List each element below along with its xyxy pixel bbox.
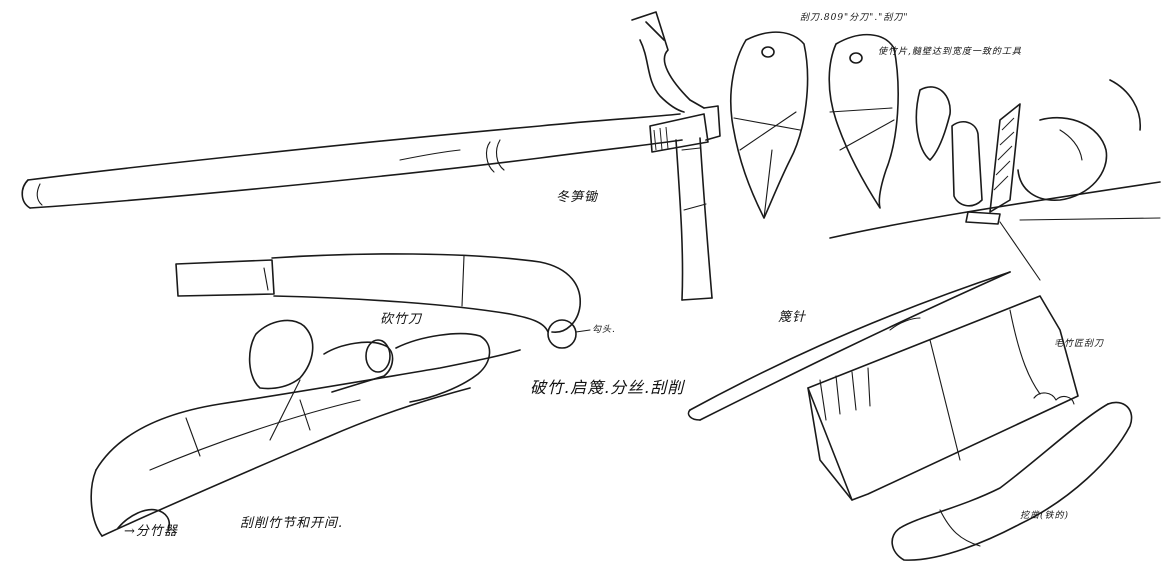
winter-bamboo-shoot-hoe-drawing xyxy=(21,11,721,301)
scraper-blades-drawing xyxy=(729,31,899,219)
blade-note-2: 使竹片,髓壁达到宽度一致的工具 xyxy=(878,47,1022,57)
bamboo-scraper-label: 毛竹匠刮刀 xyxy=(1054,339,1105,349)
blade-note-1: 刮刀.809"分刀"."刮刀" xyxy=(800,13,909,23)
hook-label: 勾头. xyxy=(592,325,616,335)
scoop-chisel-drawing xyxy=(891,401,1133,561)
scoop-label: 挖凿(铁的) xyxy=(1020,511,1070,521)
scrape-note-label: 刮削竹节和开间. xyxy=(240,516,344,531)
bamboo-scraper-board-drawing xyxy=(807,295,1079,501)
splitter-label: →分竹器 xyxy=(124,524,178,539)
hands-scraping-strip-drawing xyxy=(829,79,1161,281)
pickaxe-label: 冬笋锄 xyxy=(556,190,599,205)
processes-label: 破竹.启篾.分丝.刮削 xyxy=(530,378,685,397)
bamboo-chopping-knife-drawing xyxy=(175,253,591,349)
hands-splitting-bamboo-drawing xyxy=(90,319,521,537)
needle-label: 篾针 xyxy=(778,310,807,325)
bamboo-needle-drawing xyxy=(687,271,1011,421)
chopping-knife-label: 砍竹刀 xyxy=(380,312,423,327)
